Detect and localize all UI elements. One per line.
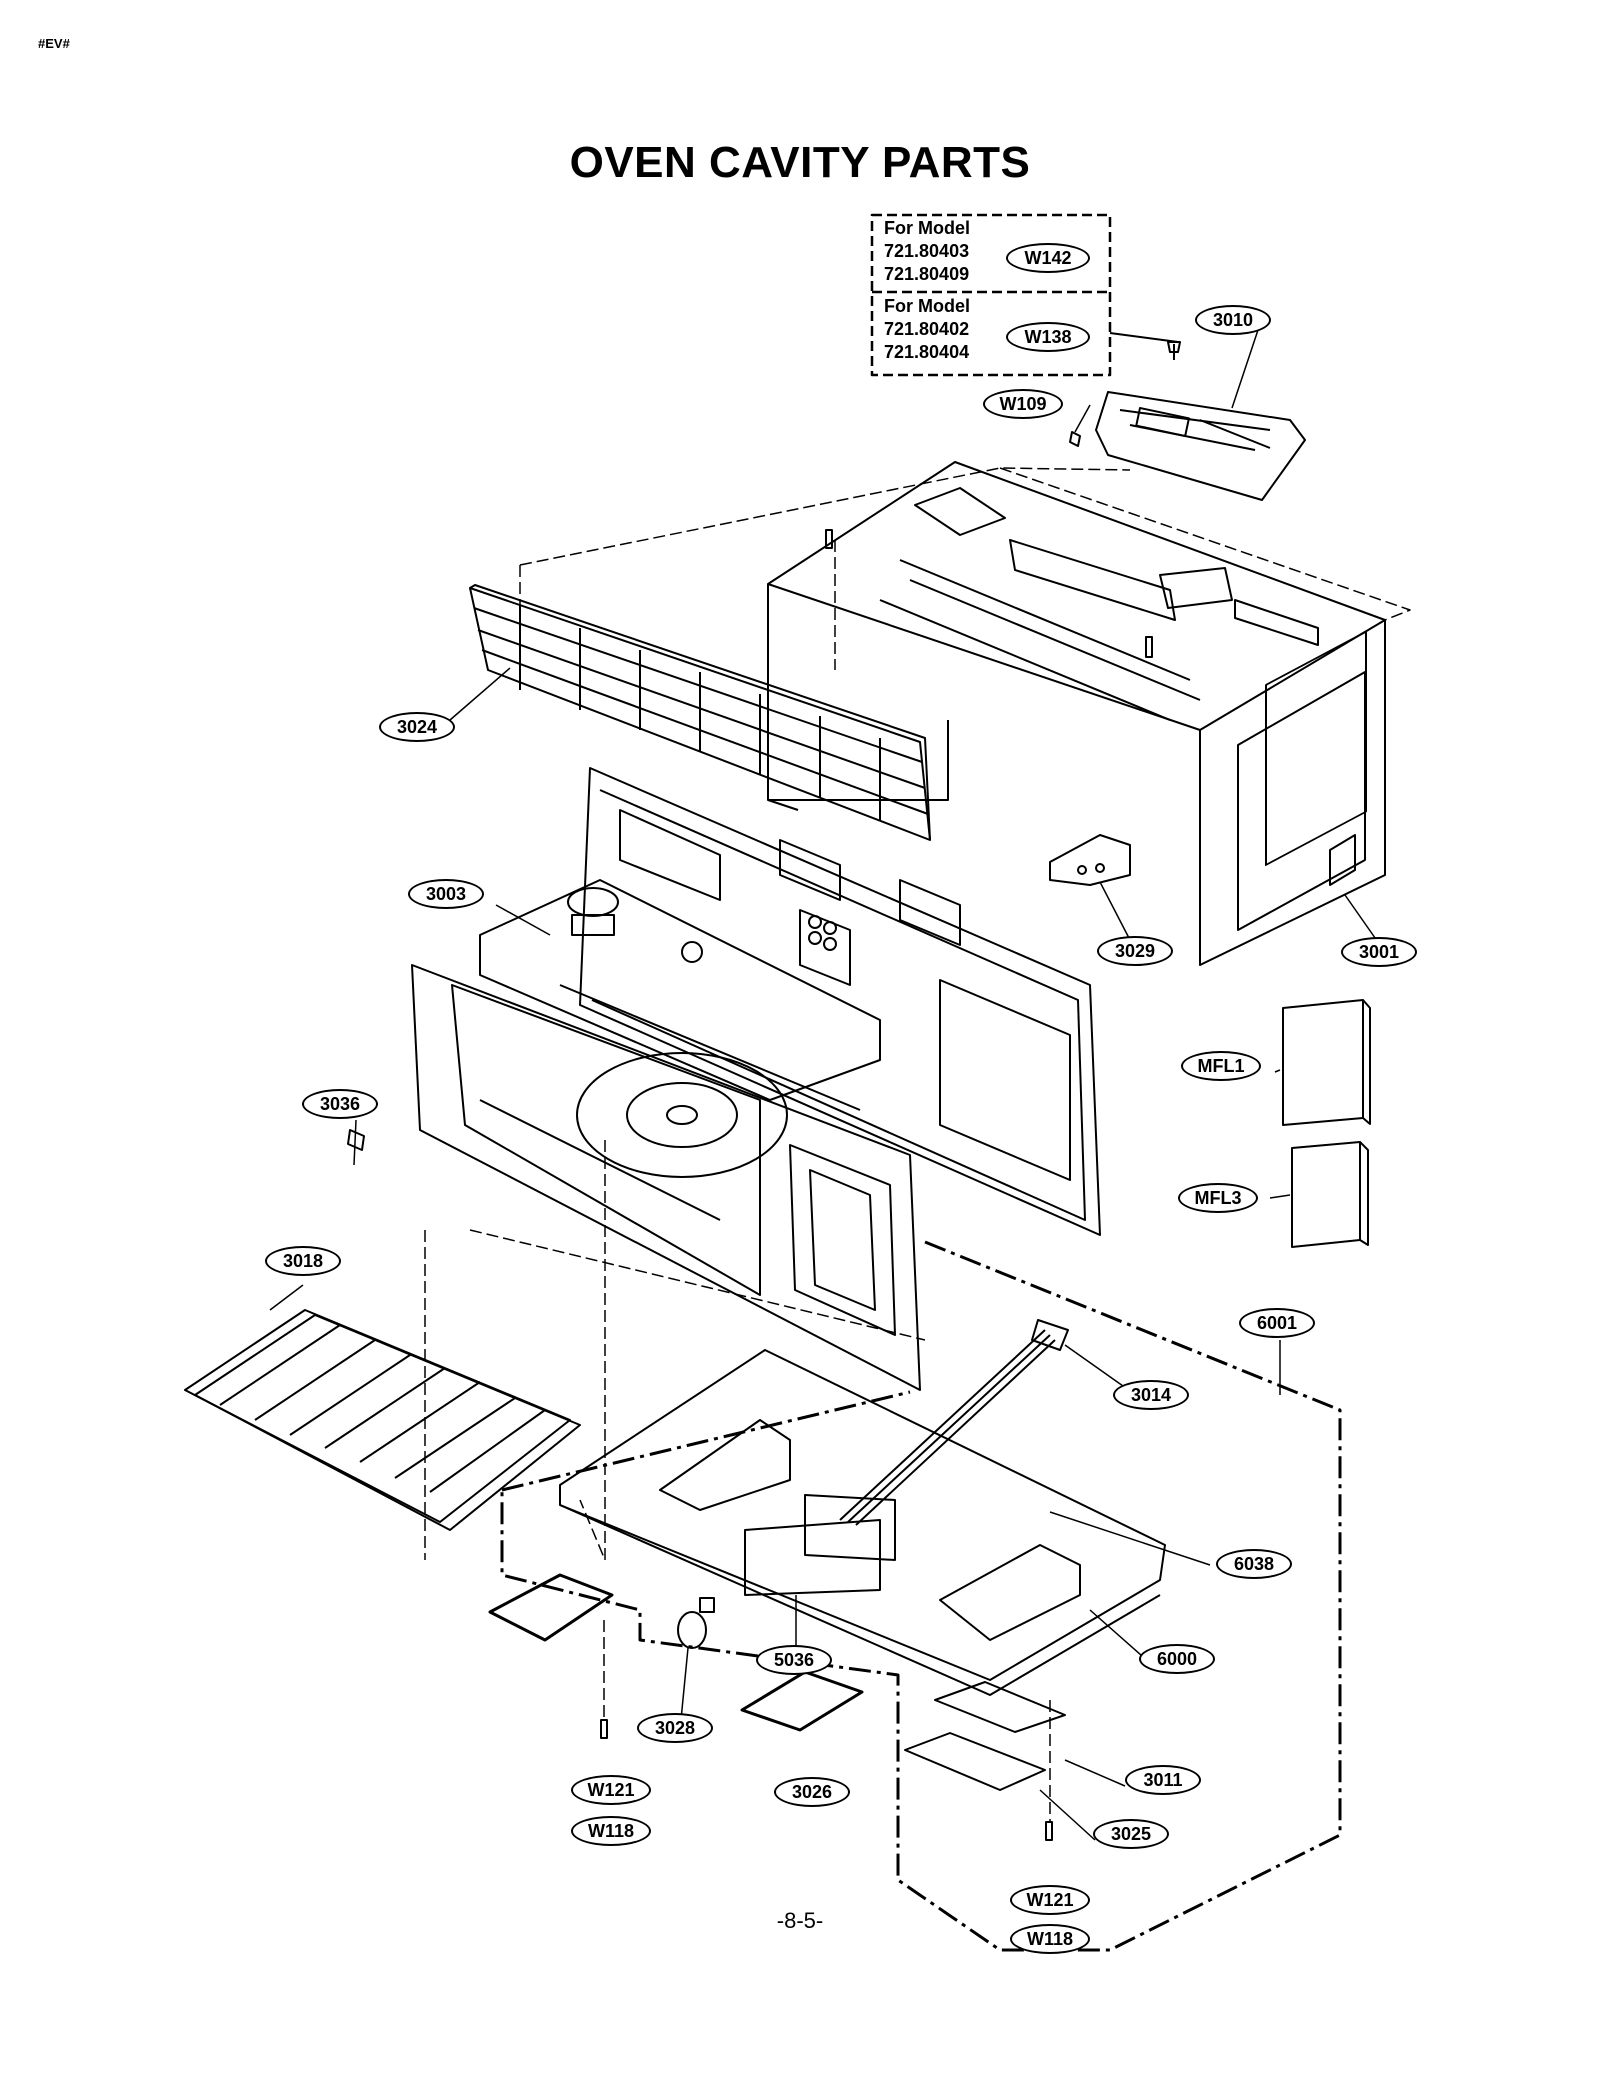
callout-w121-right: W121 bbox=[1010, 1885, 1090, 1915]
callout-3028: 3028 bbox=[637, 1713, 713, 1743]
callout-5036: 5036 bbox=[756, 1645, 832, 1675]
callout-6000: 6000 bbox=[1139, 1644, 1215, 1674]
callout-mfl3: MFL3 bbox=[1178, 1183, 1258, 1213]
top-plate-3010 bbox=[1095, 341, 1306, 501]
callout-w121-left: W121 bbox=[571, 1775, 651, 1805]
callout-3018: 3018 bbox=[265, 1246, 341, 1276]
page-title: OVEN CAVITY PARTS bbox=[569, 138, 1031, 187]
callout-w142: W142 bbox=[1006, 243, 1090, 273]
wire-harness bbox=[804, 1319, 1069, 1561]
callout-3029: 3029 bbox=[1097, 936, 1173, 966]
manual-booklets bbox=[1282, 999, 1371, 1248]
rack-3018 bbox=[184, 1309, 581, 1531]
callout-w109: W109 bbox=[983, 389, 1063, 419]
model-box-2-model-a: 721.80402 bbox=[884, 319, 970, 339]
screws-top bbox=[825, 332, 1179, 658]
callout-3036: 3036 bbox=[302, 1089, 378, 1119]
front-frame bbox=[411, 964, 921, 1391]
model-box-1: For Model 721.80403 721.80409 bbox=[884, 217, 970, 286]
alignment-lines bbox=[424, 467, 1411, 1822]
model-box-1-model-b: 721.80409 bbox=[884, 264, 970, 284]
outer-case-3001 bbox=[767, 461, 1386, 966]
model-box-2-model-b: 721.80404 bbox=[884, 342, 970, 362]
model-box-frames bbox=[870, 213, 1112, 377]
callout-3001: 3001 bbox=[1341, 937, 1417, 967]
callout-3026: 3026 bbox=[774, 1777, 850, 1807]
model-box-2-heading: For Model bbox=[884, 296, 970, 316]
bracket-3029 bbox=[1049, 834, 1131, 886]
filters-and-lamp bbox=[488, 1573, 1066, 1791]
header-code: #EV# bbox=[38, 36, 70, 51]
callout-6001: 6001 bbox=[1239, 1308, 1315, 1338]
model-box-1-model-a: 721.80403 bbox=[884, 241, 970, 261]
waveguide-box bbox=[479, 879, 881, 1111]
callout-3010: 3010 bbox=[1195, 305, 1271, 335]
page-number: -8-5- bbox=[776, 1908, 824, 1933]
callout-6038: 6038 bbox=[1216, 1549, 1292, 1579]
callout-mfl1: MFL1 bbox=[1181, 1051, 1261, 1081]
callout-3025: 3025 bbox=[1093, 1819, 1169, 1849]
oven-cavity-3003 bbox=[579, 767, 1101, 1236]
callout-w118-left: W118 bbox=[571, 1816, 651, 1846]
callout-3014: 3014 bbox=[1113, 1380, 1189, 1410]
callout-w118-right: W118 bbox=[1010, 1924, 1090, 1954]
base-plate-6000 bbox=[559, 1349, 1166, 1696]
assembly-boundary-6001 bbox=[500, 1240, 1342, 1952]
grille-3024 bbox=[469, 584, 931, 841]
callout-3011: 3011 bbox=[1125, 1765, 1201, 1795]
model-box-2: For Model 721.80402 721.80404 bbox=[884, 295, 970, 364]
callout-3003: 3003 bbox=[408, 879, 484, 909]
callout-3024: 3024 bbox=[379, 712, 455, 742]
callout-w138: W138 bbox=[1006, 322, 1090, 352]
model-box-1-heading: For Model bbox=[884, 218, 970, 238]
